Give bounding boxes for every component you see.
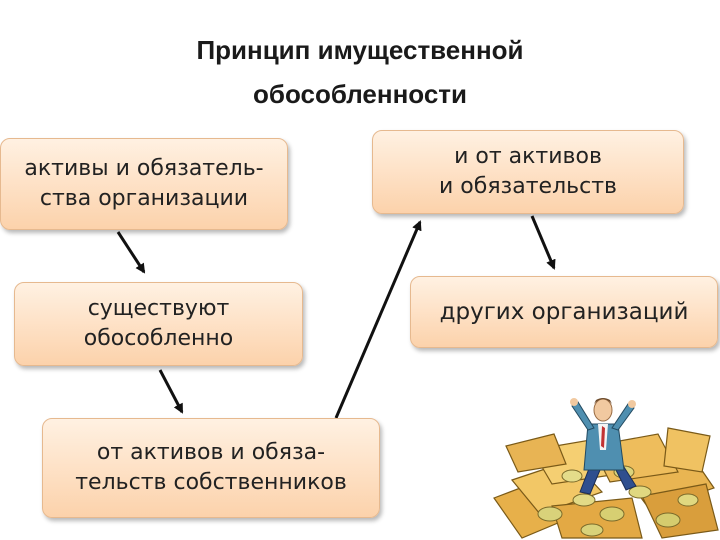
box-from-assets-liabilities: и от активов и обязательств (372, 130, 684, 214)
businessman-figure (570, 398, 637, 495)
box-owners-assets: от активов и обяза- тельств собственнико… (42, 418, 380, 518)
arrow-separate-to-owners (158, 369, 184, 414)
businessman-on-money-pile-icon (493, 398, 719, 539)
box-organization-assets: активы и обязатель- ства организации (0, 138, 288, 230)
arrow-owners-to-from-assets (334, 220, 422, 419)
arrow-assets-to-separate (116, 231, 146, 274)
box-other-organizations: других организаций (410, 276, 718, 348)
box-exist-separately: существуют обособленно (14, 282, 303, 366)
diagram-title: Принцип имущественной обособленности (196, 35, 524, 109)
arrow-from-assets-to-others (530, 215, 556, 270)
coins (537, 465, 699, 537)
